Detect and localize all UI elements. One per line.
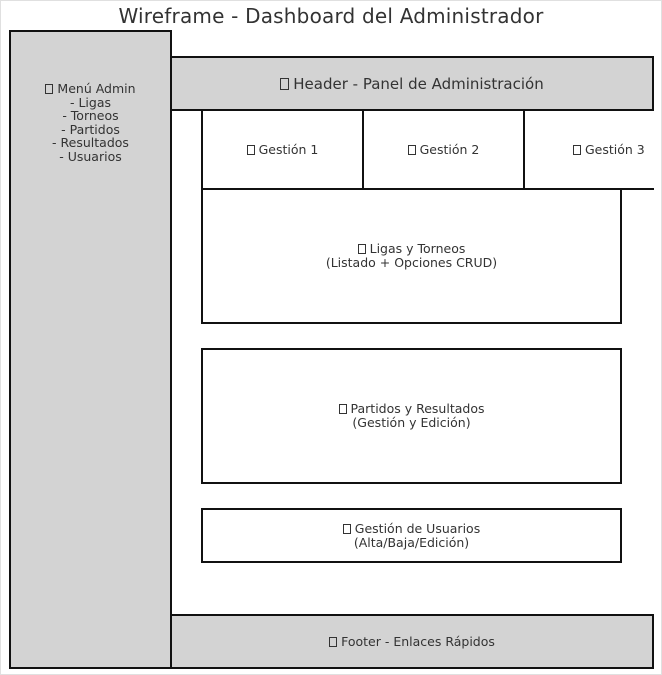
partidos-resultados-label: Partidos y Resultados (Gestión y Edición…	[350, 401, 485, 430]
partidos-resultados-text: Partidos y Resultados (Gestión y Edición…	[338, 401, 485, 430]
missing-glyph-icon	[329, 636, 338, 647]
gestion-box-3: Gestión 3	[523, 109, 654, 190]
ligas-torneos-label: Ligas y Torneos (Listado + Opciones CRUD…	[325, 241, 498, 270]
sidebar-admin-menu: Menú Admin - Ligas - Torneos - Partidos …	[9, 30, 172, 669]
ligas-torneos-section: Ligas y Torneos (Listado + Opciones CRUD…	[201, 188, 622, 324]
gestion-box-2: Gestión 2	[362, 109, 525, 190]
gestion-label-3: Gestión 3	[585, 141, 645, 157]
sidebar-menu-text: Menú Admin - Ligas - Torneos - Partidos …	[45, 81, 136, 164]
missing-glyph-icon	[342, 523, 351, 534]
partidos-resultados-section: Partidos y Resultados (Gestión y Edición…	[201, 348, 622, 484]
missing-glyph-icon	[246, 144, 255, 155]
gestion-usuarios-label: Gestión de Usuarios (Alta/Baja/Edición)	[353, 520, 481, 550]
gestion-usuarios-section: Gestión de Usuarios (Alta/Baja/Edición)	[201, 508, 622, 563]
missing-glyph-icon	[338, 404, 347, 414]
gestion-usuarios-text: Gestión de Usuarios (Alta/Baja/Edición)	[342, 520, 481, 550]
footer-panel: Footer - Enlaces Rápidos	[170, 614, 654, 669]
gestion-label-1: Gestión 1	[258, 141, 319, 157]
gestion-box-1: Gestión 1	[201, 109, 364, 190]
missing-glyph-icon	[280, 77, 290, 90]
missing-glyph-icon	[407, 144, 416, 155]
gestion-label-2: Gestión 2	[419, 141, 480, 157]
sidebar-menu-label: Menú Admin - Ligas - Torneos - Partidos …	[52, 81, 136, 164]
missing-glyph-icon	[357, 244, 366, 254]
header-panel: Header - Panel de Administración	[170, 56, 654, 111]
missing-glyph-icon	[573, 144, 581, 155]
ligas-torneos-text: Ligas y Torneos (Listado + Opciones CRUD…	[326, 242, 497, 270]
diagram-title: Wireframe - Dashboard del Administrador	[118, 4, 544, 28]
missing-glyph-icon	[45, 84, 54, 94]
header-label: Header - Panel de Administración	[293, 74, 544, 93]
footer-label: Footer - Enlaces Rápidos	[341, 633, 495, 649]
